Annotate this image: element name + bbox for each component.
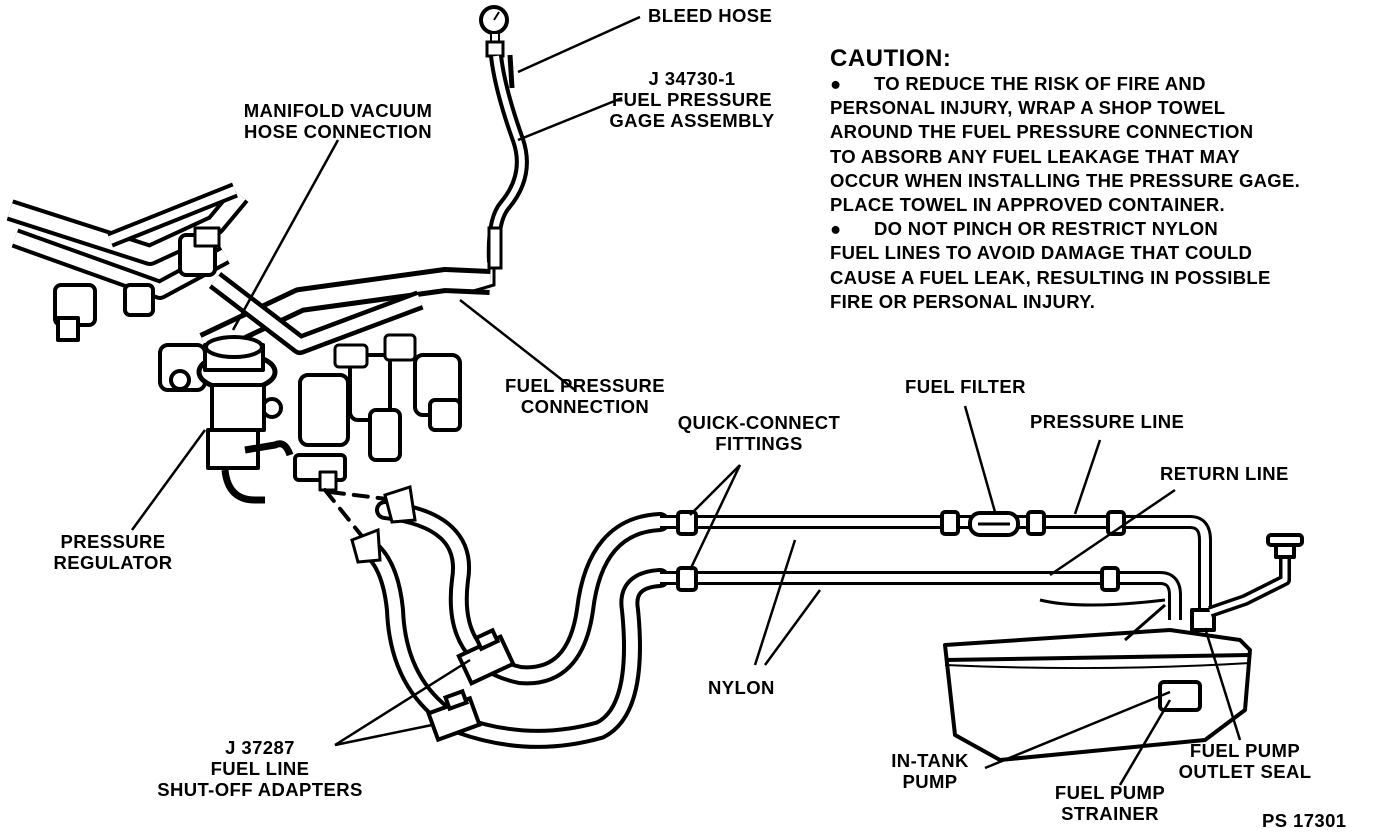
line-fittings [676,510,1126,592]
hose-ends [350,485,417,564]
pressure-gage [469,5,529,294]
label-in-tank-pump: IN-TANK PUMP [891,750,969,792]
caution-item-1-rest: PERSONAL INJURY, WRAP A SHOP TOWEL AROUN… [830,97,1301,216]
bullet-icon: ● [830,218,842,240]
label-fuel-filter: FUEL FILTER [905,376,1026,397]
leader-lines [130,15,1242,786]
label-shut-off-adapters: J 37287 FUEL LINE SHUT-OFF ADAPTERS [157,737,363,800]
label-fuel-pump-outlet-seal: FUEL PUMP OUTLET SEAL [1178,740,1312,782]
fuel-rail-assembly [6,182,491,504]
label-pressure-regulator: PRESSURE REGULATOR [53,531,173,573]
caution-item-1-first-line: ● TO REDUCE THE RISK OF FIRE AND [830,72,1350,96]
caution-item-2-first-line: ● DO NOT PINCH OR RESTRICT NYLON [830,217,1350,241]
flex-hoses [323,488,670,749]
nylon-lines [660,515,1212,620]
label-nylon: NYLON [708,677,775,698]
label-return-line: RETURN LINE [1160,463,1289,484]
label-manifold-vacuum: MANIFOLD VACUUM HOSE CONNECTION [243,100,433,142]
label-fuel-pressure-connection: FUEL PRESSURE CONNECTION [504,375,666,417]
figure-id: PS 17301 [1262,810,1347,831]
label-bleed-hose: BLEED HOSE [648,5,773,26]
caution-item-2-text: DO NOT PINCH OR RESTRICT NYLON [874,218,1219,240]
caution-block: CAUTION: ● TO REDUCE THE RISK OF FIRE AND… [830,46,1350,314]
fuel-tank [943,533,1304,762]
caution-item-2-rest: FUEL LINES TO AVOID DAMAGE THAT COULD CA… [830,242,1271,312]
label-fuel-pump-strainer: FUEL PUMP STRAINER [1054,782,1166,824]
label-pressure-line: PRESSURE LINE [1030,411,1185,432]
label-quick-connect-fittings: QUICK-CONNECT FITTINGS [677,412,841,454]
shut-off-adapters [425,627,516,743]
bullet-icon: ● [830,73,842,94]
caution-title: CAUTION: [830,45,952,72]
label-gage-assembly: J 34730-1 FUEL PRESSURE GAGE ASSEMBLY [609,68,775,131]
caution-item-1-text: TO REDUCE THE RISK OF FIRE AND [874,73,1206,94]
